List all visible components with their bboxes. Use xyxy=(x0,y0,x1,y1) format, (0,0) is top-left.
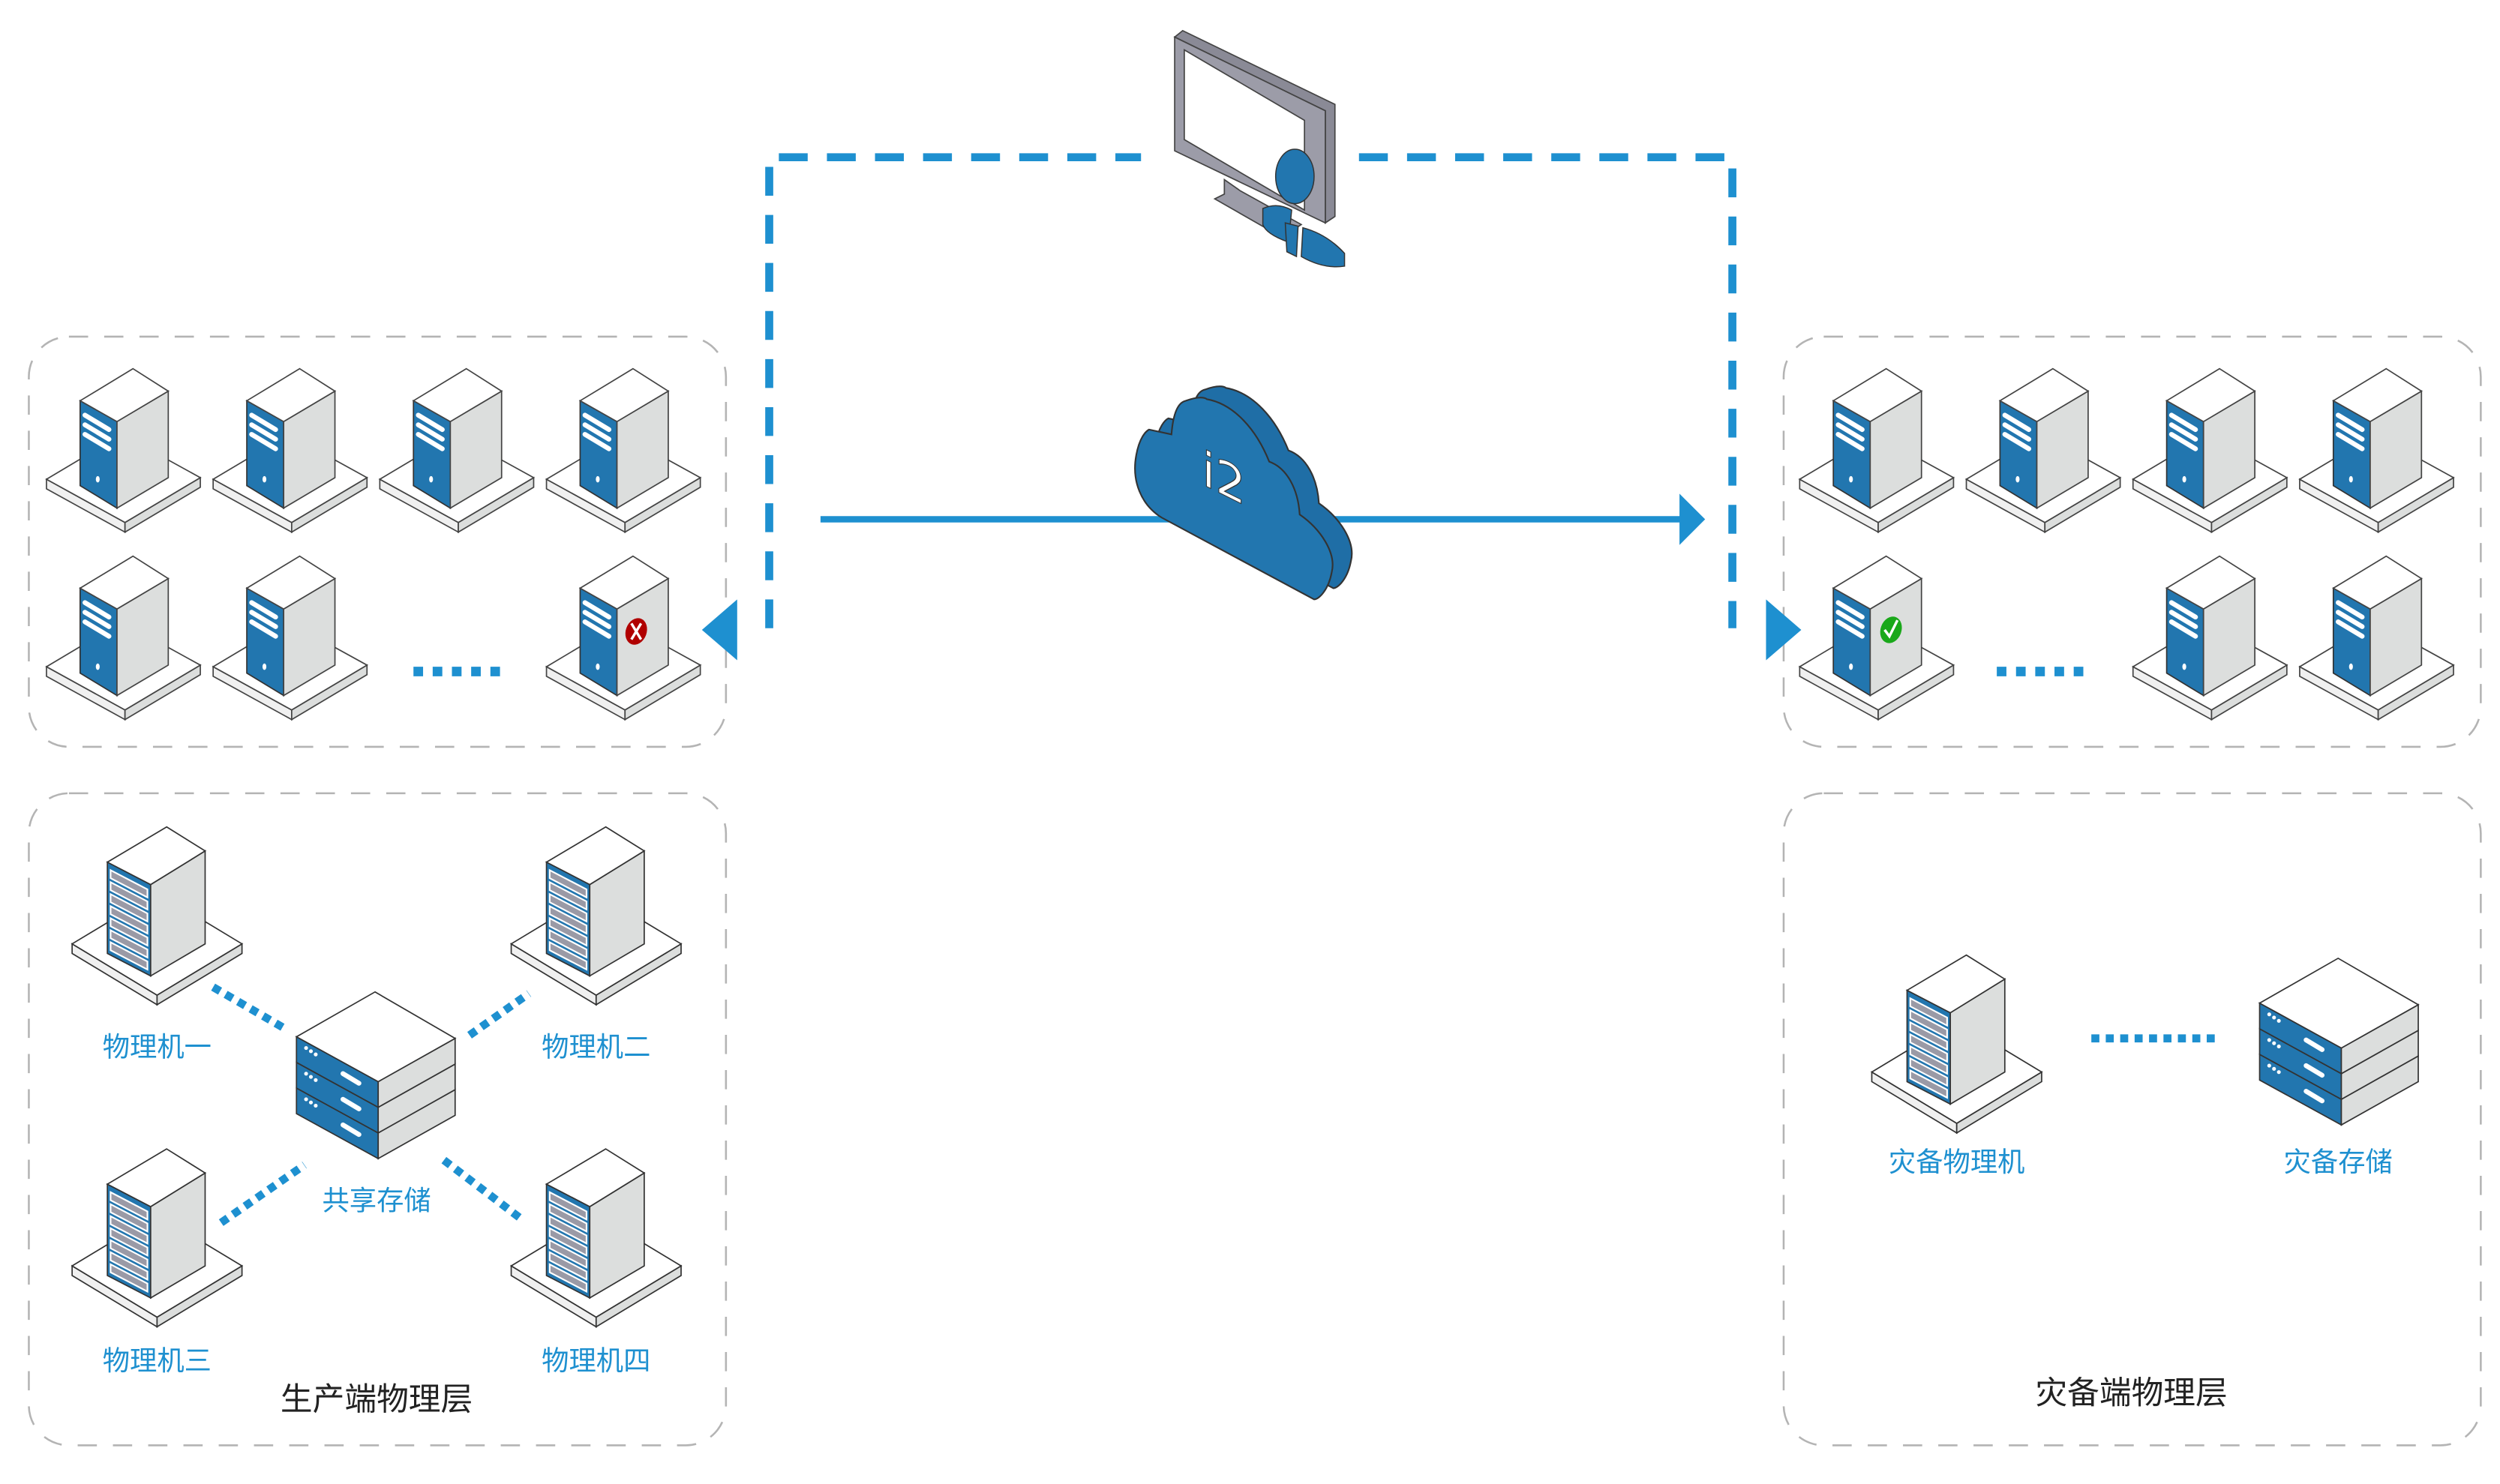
production-layer-title: 生产端物理层 xyxy=(281,1381,473,1418)
server-tower-icon xyxy=(213,556,367,720)
production-physical-layer: 物理机一 物理机二 共享存储 物理机三 物理机四 生产端物理层 xyxy=(71,826,683,1418)
cloud-icon: i2 xyxy=(1134,385,1353,601)
arrow-right-icon xyxy=(1766,599,1802,661)
server-tower-icon xyxy=(2300,369,2453,532)
admin-console-icon xyxy=(1173,29,1346,268)
server-tower-icon xyxy=(213,369,367,532)
server-tower-icon xyxy=(47,369,200,532)
production-virtual-layer-box xyxy=(28,335,728,748)
management-link-right xyxy=(1358,153,1736,628)
rack-server-icon xyxy=(71,826,243,1006)
dr-storage-label: 灾备存储 xyxy=(2284,1146,2393,1178)
replication-arrow-icon xyxy=(1679,493,1706,545)
dr-physical-layer-box xyxy=(1782,792,2482,1447)
server-tower-icon xyxy=(2133,369,2287,532)
server-tower-icon xyxy=(380,369,533,532)
link-host1-storage xyxy=(211,983,287,1033)
user-icon xyxy=(1262,148,1346,268)
server-tower-icon xyxy=(1799,369,1953,532)
link-host2-storage xyxy=(467,990,532,1039)
dr-layer-title: 灾备端物理层 xyxy=(2035,1375,2227,1412)
failed-server-tower-icon xyxy=(547,556,701,720)
server-tower-icon xyxy=(2133,556,2287,720)
x-icon xyxy=(625,618,647,645)
host-1-label: 物理机一 xyxy=(103,1030,212,1063)
host-4-label: 物理机四 xyxy=(542,1345,650,1377)
server-tower-icon xyxy=(1967,369,2120,532)
shared-storage-icon xyxy=(296,992,455,1159)
server-tower-icon xyxy=(2300,556,2453,720)
server-tower-icon xyxy=(547,369,701,532)
host-2-label: 物理机二 xyxy=(542,1030,650,1063)
dr-virtual-layer-box xyxy=(1782,335,2482,748)
check-icon xyxy=(1880,616,1902,643)
dr-physical-layer: 灾备物理机 灾备存储 灾备端物理层 xyxy=(1871,954,2419,1412)
rack-server-icon xyxy=(510,826,683,1006)
link-host3-storage xyxy=(218,1162,307,1226)
shared-storage-label: 共享存储 xyxy=(322,1184,431,1216)
link-host4-storage xyxy=(441,1156,527,1225)
recovered-server-tower-icon xyxy=(1799,556,1953,720)
rack-server-icon xyxy=(71,1148,243,1328)
rack-server-icon xyxy=(510,1148,683,1328)
dr-storage-icon xyxy=(2260,958,2419,1125)
production-physical-layer-box xyxy=(28,792,728,1447)
dr-server-grid xyxy=(1799,369,2453,720)
production-server-grid xyxy=(47,369,701,720)
management-link-left xyxy=(765,153,1142,628)
dr-rack-server-icon xyxy=(1871,954,2043,1134)
dr-host-label: 灾备物理机 xyxy=(1889,1146,2025,1178)
server-tower-icon xyxy=(47,556,200,720)
arrow-left-icon xyxy=(701,599,737,661)
host-3-label: 物理机三 xyxy=(103,1345,212,1377)
